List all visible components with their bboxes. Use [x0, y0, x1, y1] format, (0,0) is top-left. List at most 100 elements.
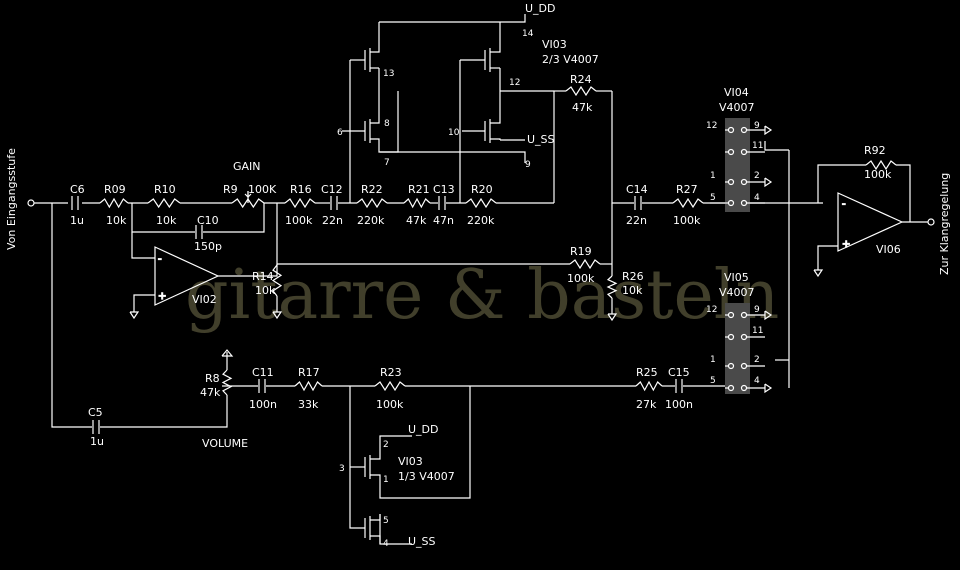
r16-ref: R16: [290, 183, 312, 196]
pin-label: 2: [383, 440, 389, 450]
svg-text:+: +: [842, 239, 850, 250]
r10-ref: R10: [154, 183, 176, 196]
pin-label: 14: [522, 29, 534, 39]
vi05-contact: [740, 311, 748, 319]
vi04-contact: [727, 199, 735, 207]
r23-value: 100k: [376, 398, 404, 411]
pin-label: 4: [383, 539, 389, 549]
pin-label: 5: [710, 376, 716, 386]
c15-value: 100n: [665, 398, 693, 411]
r14-value: 10k: [255, 284, 276, 297]
vdd-label-top: U_DD: [525, 2, 556, 15]
vi05-part: V4007: [719, 286, 755, 299]
component-labels: C6 1u R09 10k R10 10k C10 150p R9 100K R…: [70, 73, 892, 448]
transistor-symbols: [364, 38, 501, 544]
r22-symbol: [356, 197, 388, 209]
vi04-contact: [740, 199, 748, 207]
vss-label-top: U_SS: [527, 133, 555, 146]
vi04-part: V4007: [719, 101, 755, 114]
r23-symbol: [374, 380, 406, 392]
r25-symbol: [635, 380, 663, 392]
supply-arrows: [221, 349, 234, 357]
vdd-label-bottom: U_DD: [408, 423, 439, 436]
r22-ref: R22: [361, 183, 383, 196]
pin-label: 1: [383, 475, 389, 485]
r16-value: 100k: [285, 214, 313, 227]
r17-ref: R17: [298, 366, 320, 379]
vi03-bottom-part: 1/3 V4007: [398, 470, 455, 483]
pin-label: 11: [752, 141, 763, 151]
vi03-bottom-name: VI03: [398, 455, 423, 468]
c11-value: 100n: [249, 398, 277, 411]
r9-symbol: [231, 197, 265, 209]
c12-ref: C12: [321, 183, 343, 196]
r09-symbol: [99, 197, 129, 209]
r20-value: 220k: [467, 214, 495, 227]
watermark: gitarre & basteln: [185, 256, 779, 335]
c6-ref: C6: [70, 183, 85, 196]
r24-symbol: [565, 85, 597, 97]
pin-label: 5: [710, 193, 716, 203]
r14-symbol: [271, 264, 283, 297]
vi04-body: [725, 118, 750, 212]
pin-label: 9: [525, 160, 531, 170]
pin-label: 9: [754, 121, 760, 131]
c14-ref: C14: [626, 183, 648, 196]
vi02-label: VI02: [192, 293, 217, 306]
svg-text:-: -: [158, 254, 162, 265]
r20-ref: R20: [471, 183, 493, 196]
output-label: Zur Klangregelung: [938, 173, 951, 275]
r17-symbol: [294, 380, 323, 392]
vi05-contact: [727, 333, 735, 341]
vi04-contact: [727, 178, 735, 186]
vi05-contact: [727, 311, 735, 319]
r8-ref: R8: [205, 372, 220, 385]
r26-symbol: [606, 275, 618, 299]
r27-ref: R27: [676, 183, 698, 196]
pin-label: 4: [754, 193, 760, 203]
vi03-top-name: VI03: [542, 38, 567, 51]
vi04-contact: [740, 126, 748, 134]
c10-value: 150p: [194, 240, 222, 253]
pin-label: 5: [383, 516, 389, 526]
vi05-contact: [740, 384, 748, 392]
vi05-contact: [727, 362, 735, 370]
r9-wiper: [244, 191, 252, 199]
r24-ref: R24: [570, 73, 592, 86]
c14-value: 22n: [626, 214, 647, 227]
pin-arrow: [764, 177, 773, 188]
svg-text:-: -: [842, 199, 846, 210]
c11-ref: C11: [252, 366, 274, 379]
r25-value: 27k: [636, 398, 657, 411]
c15-ref: C15: [668, 366, 690, 379]
pin-label: 4: [754, 376, 760, 386]
r26-ref: R26: [622, 270, 644, 283]
gain-label: GAIN: [233, 160, 261, 173]
vi04-contact: [727, 126, 735, 134]
r19-ref: R19: [570, 245, 592, 258]
c10-ref: C10: [197, 214, 219, 227]
pin-label: 9: [754, 305, 760, 315]
opamp-vi02-symbol: - +: [154, 246, 220, 306]
vi06-label: VI06: [876, 243, 901, 256]
r14-ref: R14: [252, 270, 274, 283]
vi05-body: [725, 303, 750, 394]
vi04-contact: [740, 178, 748, 186]
pin-label: 12: [706, 305, 717, 315]
r19-value: 100k: [567, 272, 595, 285]
c13-value: 47n: [433, 214, 454, 227]
pin-label: 12: [706, 121, 717, 131]
terminals: [27, 199, 935, 226]
r27-symbol: [672, 197, 704, 209]
c5-ref: C5: [88, 406, 103, 419]
pin-arrow: [764, 383, 773, 394]
r19-symbol: [569, 258, 601, 270]
c6-value: 1u: [70, 214, 84, 227]
pin-label: 10: [448, 128, 460, 138]
switch-contacts: [725, 125, 773, 394]
r8-symbol: [221, 369, 233, 396]
r9-value: 100K: [248, 183, 277, 196]
pin-label: 6: [337, 128, 343, 138]
pin-label: 2: [754, 171, 760, 181]
